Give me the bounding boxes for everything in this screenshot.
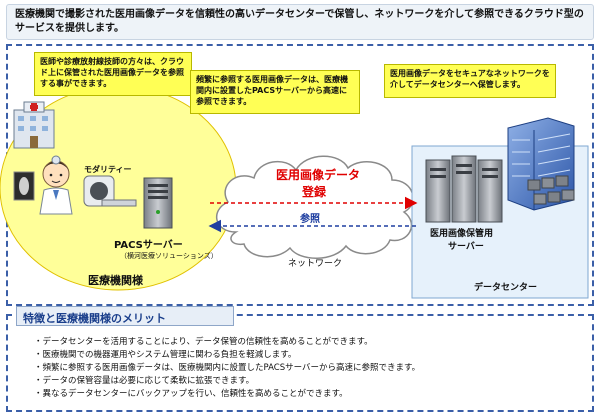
modality-label: モダリティー xyxy=(84,165,132,174)
hospital-label: 医療機関様 xyxy=(88,274,143,287)
benefits-list: データセンターを活用することにより、データ保管の信頼性を高めることができます。 … xyxy=(34,336,421,401)
pacs-label: PACSサーバー xyxy=(114,240,183,251)
pacs-vendor-label: （横河医療ソリューションズ） xyxy=(120,252,218,260)
modality-ct-icon xyxy=(83,175,137,207)
benefit-item: 異なるデータセンターにバックアップを行い、信頼性を高めることができます。 xyxy=(34,388,420,401)
register-label-line1: 医用画像データ xyxy=(276,168,361,182)
callout-doctors: 医師や診療放射線技師の方々は、クラウド上に保管された医用画像データを参照する事が… xyxy=(34,52,192,96)
callout-datacenter: 医用画像データをセキュアなネットワークを介してデータセンターへ保管します。 xyxy=(384,64,556,98)
storage-server-label-line2: サーバー xyxy=(448,242,484,252)
benefits-title: 特徴と医療機関様のメリット xyxy=(16,306,234,326)
hospital-building-icon xyxy=(13,101,55,149)
callout-pacs: 頻繁に参照する医用画像データは、医療機関内に設置したPACSサーバーから高速に参… xyxy=(190,70,360,114)
benefit-item: 医療機関での機器運用やシステム管理に関わる負担を軽減します。 xyxy=(34,349,420,362)
server-rack-cluster-icon xyxy=(527,175,575,205)
system-diagram xyxy=(0,85,589,299)
benefits-frame xyxy=(6,314,594,412)
datacenter-label: データセンター xyxy=(474,283,538,293)
reference-label: 参照 xyxy=(300,214,320,225)
benefit-item: データセンターを活用することにより、データ保管の信頼性を高めることができます。 xyxy=(34,336,420,349)
register-label-line2: 登録 xyxy=(302,185,327,199)
network-label: ネットワーク xyxy=(288,259,343,269)
xray-image-icon xyxy=(13,171,35,201)
pacs-server-icon xyxy=(143,177,173,229)
storage-server-label-line1: 医用画像保管用 xyxy=(430,229,494,239)
storage-server-icon xyxy=(425,155,503,223)
network-cloud xyxy=(215,155,414,259)
intro-text: 医療機関で撮影された医用画像データを信頼性の高いデータセンターで保管し、ネットワ… xyxy=(6,4,594,40)
doctor-icon xyxy=(39,155,73,215)
benefit-item: 頻繁に参照する医用画像データは、医療機関内に設置したPACSサーバーから高速に参… xyxy=(34,362,421,375)
benefit-item: データの保管容量は必要に応じて柔軟に拡張できます。 xyxy=(34,375,420,388)
